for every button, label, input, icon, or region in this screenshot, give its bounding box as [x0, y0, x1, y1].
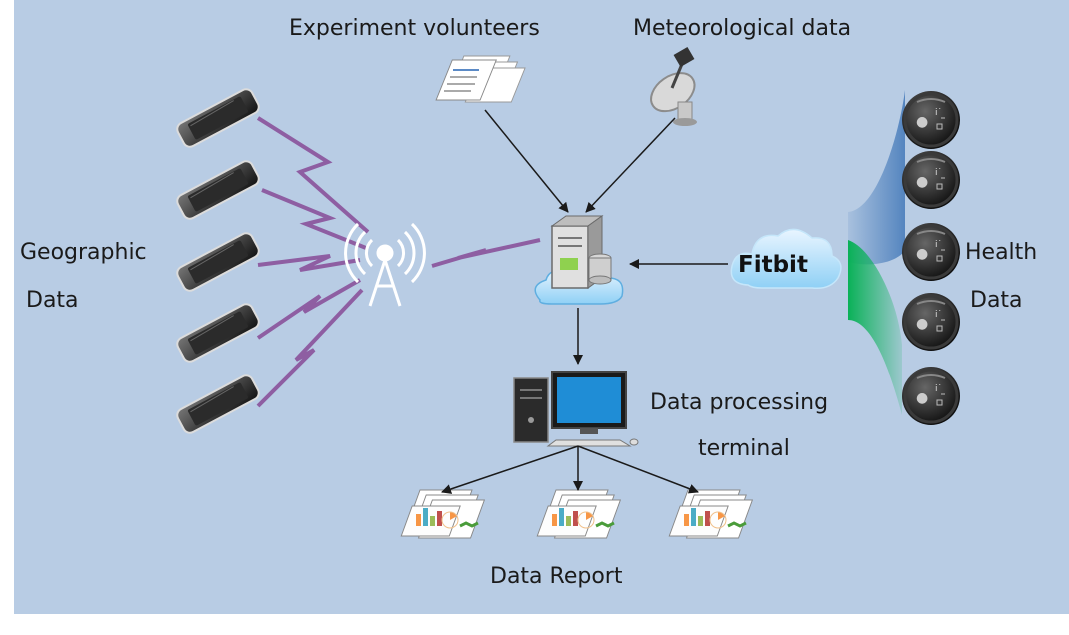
arrow-terminal-to-report-left [441, 445, 579, 494]
health-data-ribbon-green [848, 240, 902, 415]
arrow-weather-to-server [585, 117, 676, 213]
signal-lightning [256, 116, 370, 234]
satellite-dish-icon [650, 46, 697, 126]
label-meteorological-data: Meteorological data [633, 16, 852, 41]
arrow-terminal-to-report-right [577, 445, 699, 494]
signal-lightning-group [256, 116, 541, 408]
fitness-band-icon [900, 89, 962, 151]
fitbit-cloud-icon [730, 228, 842, 290]
fitness-band-icon [900, 221, 962, 283]
documents-icon [435, 55, 526, 103]
label-geographic: Geographic [20, 240, 147, 265]
health-data-ribbon-blue [848, 90, 905, 265]
label-fitbit: Fitbit [738, 252, 808, 278]
signal-lightning [256, 288, 364, 408]
arrows-group [441, 109, 728, 494]
computer-terminal-icon [513, 371, 639, 447]
label-health-data: Data [970, 288, 1023, 313]
signal-lightning [257, 254, 361, 272]
signal-lightning [431, 238, 541, 268]
label-health: Health [965, 240, 1038, 265]
fitness-band-icon [900, 149, 962, 211]
label-terminal: terminal [698, 436, 790, 461]
label-data-report: Data Report [490, 564, 623, 589]
fitness-band-icon [900, 291, 962, 353]
label-experiment-volunteers: Experiment volunteers [289, 16, 540, 41]
fitness-band-icon [900, 365, 962, 427]
signal-lightning [261, 188, 367, 250]
arrow-volunteers-to-server [484, 109, 569, 213]
signal-lightning [256, 278, 361, 340]
label-geographic-data: Data [26, 288, 79, 313]
label-data-processing: Data processing [650, 390, 829, 415]
server-cloud-icon [534, 215, 624, 305]
antenna-tower-icon [344, 222, 426, 307]
